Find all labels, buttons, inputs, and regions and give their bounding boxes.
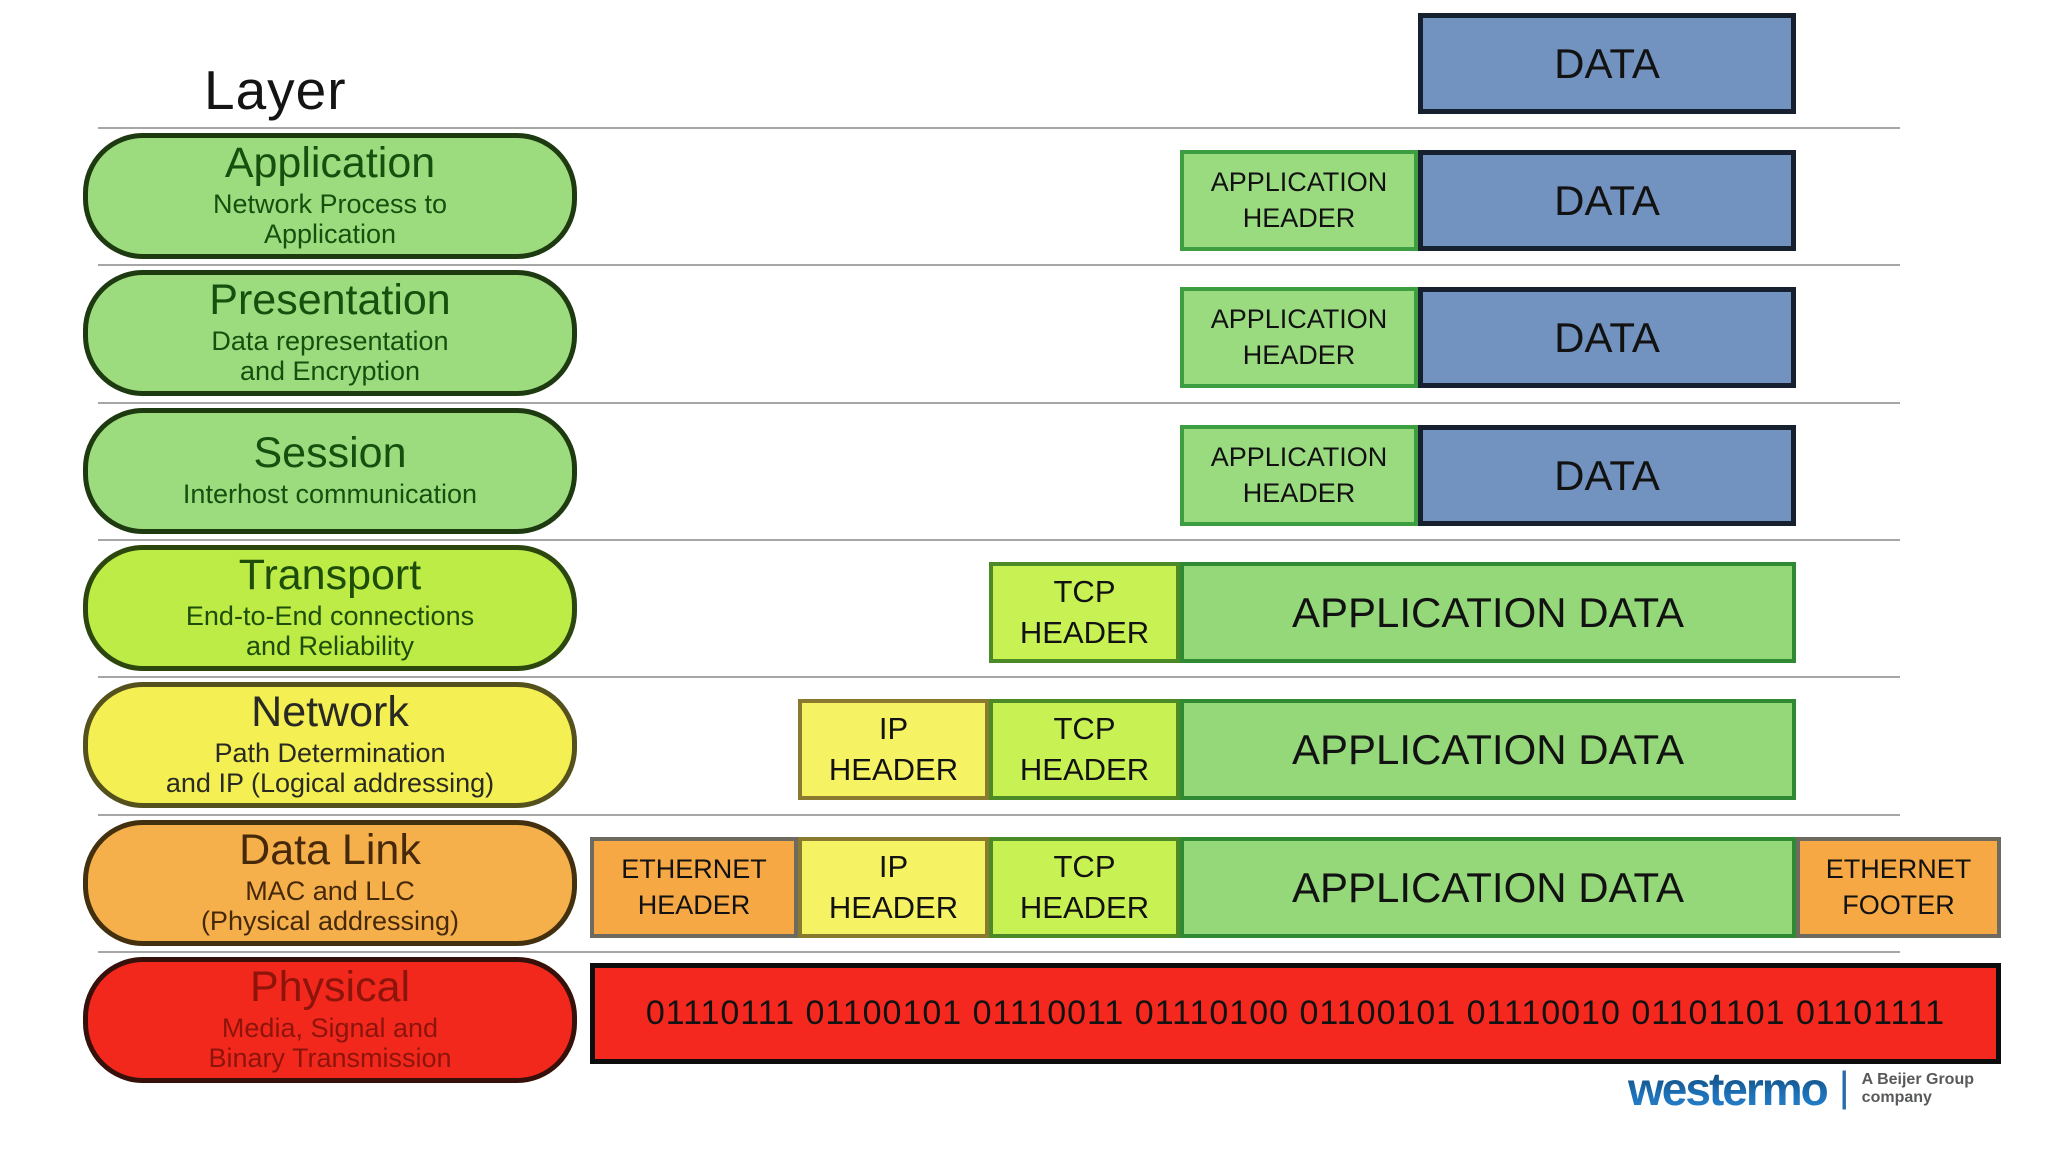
binary-stream-box: 01110111 01100101 01110011 01110100 0110… [590, 963, 2001, 1064]
row-separator-line [98, 676, 1900, 678]
layer-pill-title: Physical [249, 963, 411, 1012]
row-separator-line [98, 951, 1900, 953]
row-separator-line [98, 814, 1900, 816]
application-data-box: APPLICATION DATA [1180, 562, 1796, 663]
data-box: DATA [1418, 150, 1796, 251]
application-data-box: APPLICATION DATA [1180, 699, 1796, 800]
layer-pill-title: Data Link [239, 826, 421, 875]
layer-column-heading: Layer [204, 59, 347, 121]
layer-pill-title: Transport [238, 551, 422, 600]
row-separator-line [98, 127, 1900, 129]
brand-tagline-line2: company [1861, 1089, 1932, 1106]
layer-pill-title: Network [251, 688, 409, 737]
brand-divider: | [1838, 1063, 1850, 1110]
layer-pill-title: Application [224, 139, 436, 188]
row-separator-line [98, 264, 1900, 266]
encapsulation-row-physical: 01110111 01100101 01110011 01110100 0110… [0, 963, 2048, 1064]
layer-pill-title: Session [253, 429, 407, 478]
row-separator-line [98, 402, 1900, 404]
brand-tagline: A Beijer Group company [1862, 1071, 1974, 1108]
brand-tagline-line1: A Beijer Group [1861, 1070, 1974, 1088]
westermo-brand: westermo | A Beijer Group company [1628, 1062, 1974, 1116]
layer-pill-subtitle: Interhost communication [182, 479, 478, 510]
application-data-box: APPLICATION DATA [1180, 837, 1796, 938]
layer-pill-title: Presentation [209, 276, 451, 325]
westermo-logo: westermo [1628, 1063, 1829, 1115]
data-box: DATA [1418, 287, 1796, 388]
data-box: DATA [1418, 425, 1796, 526]
data-box: DATA [1418, 13, 1796, 114]
encapsulation-row-data: DATA [0, 13, 2048, 114]
layer-pill-subtitle: MAC and LLC(Physical addressing) [200, 876, 460, 937]
row-separator-line [98, 539, 1900, 541]
